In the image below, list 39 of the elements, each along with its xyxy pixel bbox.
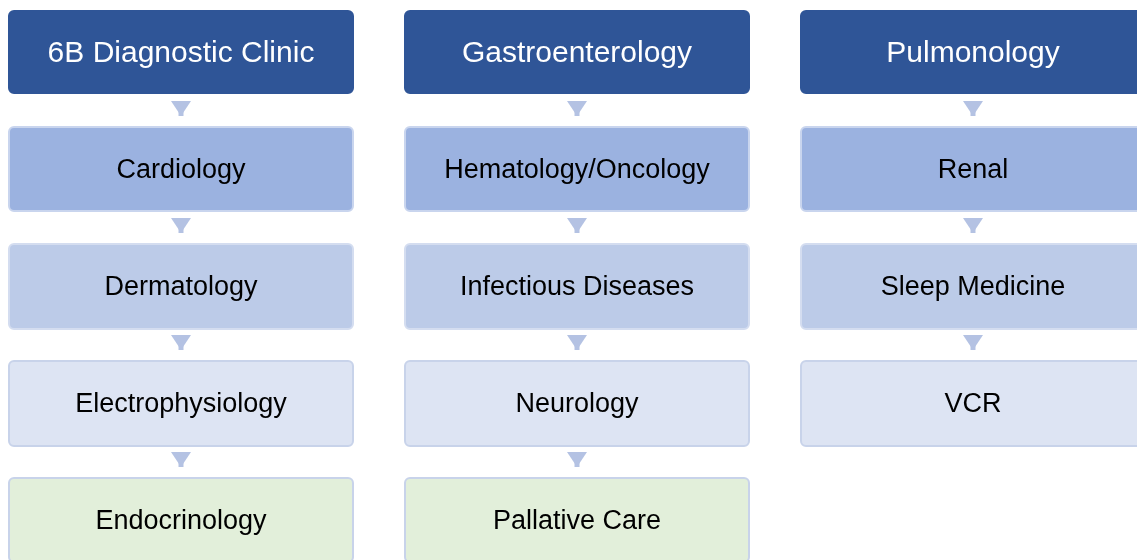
process-box — [800, 126, 1137, 212]
header-box — [404, 10, 750, 94]
box-label: Pallative Care — [492, 504, 662, 536]
box-label: Hematology/Oncology — [444, 153, 710, 185]
process-box — [8, 477, 354, 560]
arrow — [567, 452, 587, 467]
process-box — [800, 360, 1137, 447]
box-label: Renal — [937, 153, 1009, 185]
header-box — [8, 10, 354, 94]
box-label: Electrophysiology — [75, 388, 287, 419]
arrow — [171, 452, 191, 467]
arrow — [567, 335, 587, 350]
box-label: Endocrinology — [95, 504, 267, 536]
process-box — [404, 126, 750, 212]
process-box — [404, 477, 750, 560]
arrow — [171, 218, 191, 233]
arrow — [567, 218, 587, 233]
process-box — [800, 243, 1137, 330]
arrow — [567, 101, 587, 116]
box-label: Sleep Medicine — [880, 271, 1066, 302]
process-box — [8, 360, 354, 447]
arrow — [963, 335, 983, 350]
box-label: Infectious Diseases — [459, 271, 695, 302]
box-label: Gastroenterology — [461, 35, 693, 69]
box-label: VCR — [944, 388, 1002, 419]
arrow — [963, 218, 983, 233]
process-box — [8, 126, 354, 212]
arrow — [171, 101, 191, 116]
process-box — [404, 360, 750, 447]
arrow — [171, 335, 191, 350]
arrow — [963, 101, 983, 116]
box-label: Neurology — [515, 388, 639, 419]
box-label: Cardiology — [116, 153, 246, 185]
header-box — [800, 10, 1137, 94]
process-box — [404, 243, 750, 330]
box-label: Dermatology — [104, 271, 258, 302]
box-label: Pulmonology — [886, 35, 1060, 69]
box-label: 6B Diagnostic Clinic — [47, 35, 315, 69]
process-box — [8, 243, 354, 330]
